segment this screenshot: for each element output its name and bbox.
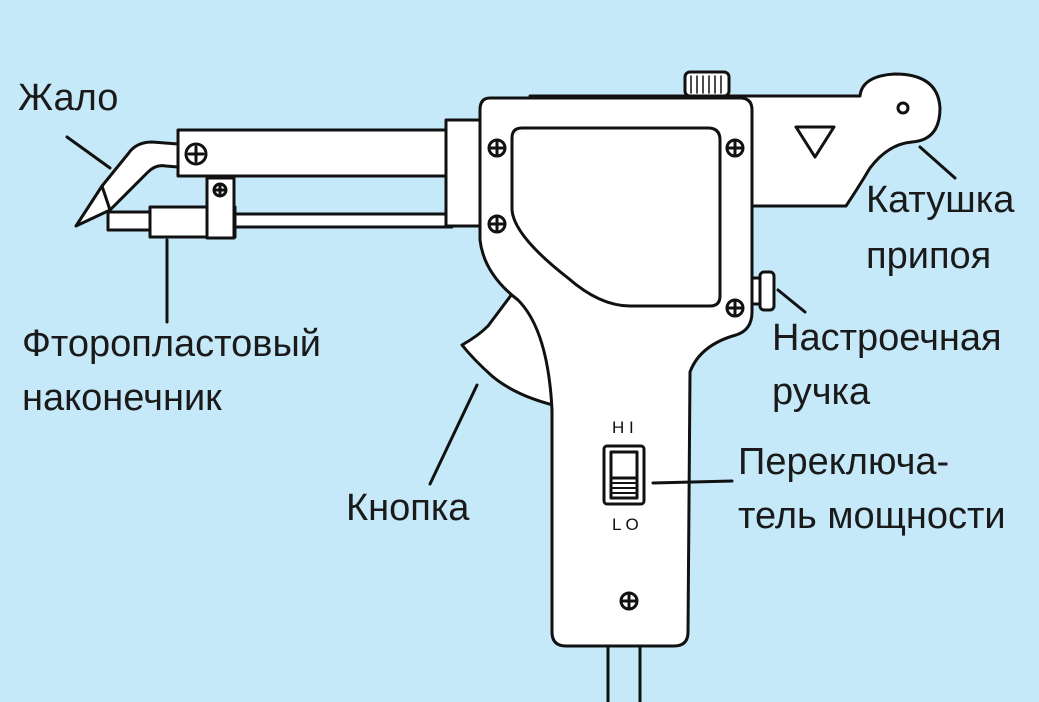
reel-axle <box>896 101 910 115</box>
body-screw-mid-right <box>725 298 745 318</box>
leader-knob <box>776 288 807 314</box>
label-ptfe-line1: Фторопластовый <box>22 323 321 365</box>
leader-switch <box>651 479 734 485</box>
leader-reel <box>918 145 957 180</box>
label-knob-line1: Настроечная <box>772 317 1002 359</box>
label-reel-line1: Катушка <box>866 179 1015 221</box>
label-tip: Жало <box>18 77 119 119</box>
reel-triangle-icon <box>794 125 836 159</box>
body-screw-top-left <box>487 138 507 158</box>
top-knob <box>683 70 731 98</box>
solder-feed-tube <box>228 212 454 229</box>
side-window <box>510 126 722 308</box>
handle-screw <box>619 591 639 611</box>
label-switch-line1: Переключа- <box>738 441 950 483</box>
power-cord <box>606 643 642 702</box>
label-trigger: Кнопка <box>346 487 470 529</box>
label-switch-line2: тель мощности <box>738 495 1006 537</box>
solder-reel-arm <box>528 72 942 208</box>
body-screw-top-right <box>725 138 745 158</box>
tube-clamp <box>205 176 236 240</box>
leader-trigger <box>428 383 479 486</box>
soldering-tip <box>74 140 180 228</box>
leader-tip <box>65 135 112 170</box>
switch-mark-lo: L O <box>612 515 639 534</box>
label-reel-line2: припоя <box>866 235 992 277</box>
barrel <box>176 128 455 178</box>
barrel-screw <box>184 142 208 166</box>
label-knob-line2: ручка <box>772 371 871 413</box>
power-switch <box>602 444 646 506</box>
switch-mark-hi: H I <box>612 418 634 437</box>
label-ptfe-line2: наконечник <box>22 377 222 419</box>
body-screw-mid-left <box>487 214 507 234</box>
adjustment-knob <box>750 270 776 312</box>
